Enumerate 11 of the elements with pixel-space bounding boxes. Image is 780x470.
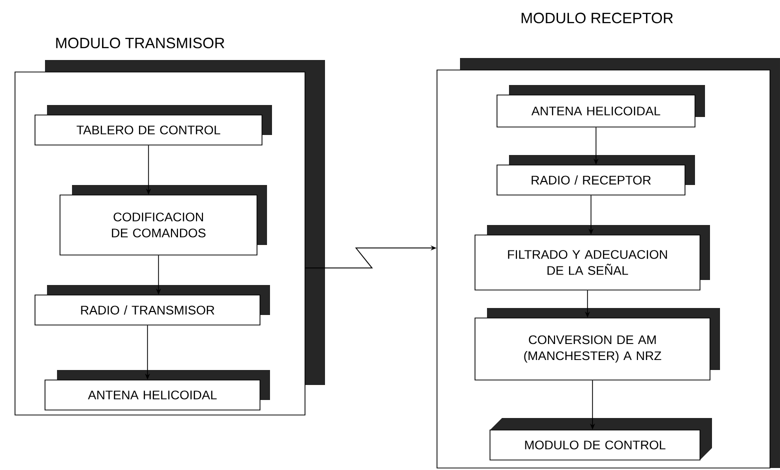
node-label: MODULO TRANSMISOR <box>56 38 224 48</box>
process-box: ANTENA HELICOIDAL <box>496 84 705 128</box>
process-box: CONVERSION DE AM (MANCHESTER) A NRZ <box>474 308 720 380</box>
process-box: FILTRADO Y ADECUACION DE LA SEÑAL <box>474 224 710 290</box>
process-box: TABLERO DE CONTROL <box>34 104 272 146</box>
process-box: RADIO / RECEPTOR <box>496 155 695 196</box>
node-label: MODULO RECEPTOR <box>522 12 673 24</box>
process-box: RADIO / TRANSMISOR <box>34 284 270 326</box>
process-box: CODIFICACION DE COMANDOS <box>60 184 267 256</box>
block-box: MODULO DE CONTROL <box>490 418 712 460</box>
process-box: ANTENA HELICOIDAL <box>44 370 270 410</box>
